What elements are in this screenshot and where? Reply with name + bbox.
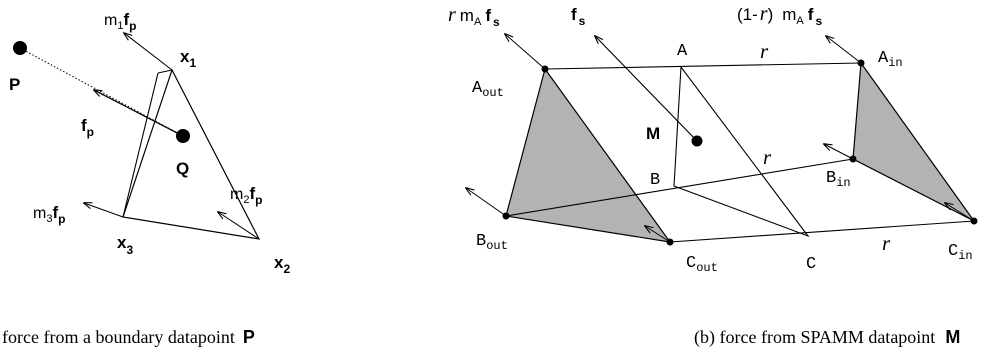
point-p <box>13 41 27 55</box>
label-p: P <box>9 75 20 94</box>
m3-force-arrow <box>84 203 124 218</box>
r-label-bottom: r <box>882 231 891 255</box>
c-in-force-arrow <box>945 203 975 222</box>
label-m: M <box>646 124 660 143</box>
top-connector-line <box>157 69 173 74</box>
label-b: B <box>650 171 660 190</box>
vertex-b-out <box>502 212 510 220</box>
point-m <box>691 135 703 147</box>
m2-force-arrow <box>218 212 260 240</box>
a-in-force-arrow <box>826 36 862 64</box>
b-in-force-arrow <box>824 144 854 160</box>
label-fp: fp <box>81 116 94 139</box>
label-b-out: Bout <box>476 232 508 253</box>
panel-a: P Q x1 x2 x3 fp m1fp m2fp m3fp force fro… <box>2 10 290 347</box>
label-a-out: Aout <box>472 79 504 100</box>
label-b-in: Bin <box>826 169 851 190</box>
r-label-middle: r <box>763 145 772 169</box>
label-x1: x1 <box>180 47 196 70</box>
fs-force-arrow <box>595 36 698 142</box>
edge-cout-cin <box>669 220 975 243</box>
m1-force-arrow <box>124 33 173 71</box>
label-x2: x2 <box>274 253 290 276</box>
vertex-c-in <box>970 217 978 225</box>
label-c-in: Cin <box>948 242 973 263</box>
inner-edge-line <box>122 72 159 218</box>
vertex-a-out <box>541 65 549 73</box>
outer-shaded-triangle <box>505 67 672 243</box>
label-c: C <box>806 255 816 274</box>
a-out-force-arrow <box>505 34 546 70</box>
inner-shaded-triangle <box>852 61 975 222</box>
label-c-out: Cout <box>686 254 718 275</box>
point-q <box>176 129 190 143</box>
triangle-abc <box>673 65 810 238</box>
label-x3: x3 <box>117 233 133 257</box>
label-m3-fp: m3fp <box>33 203 65 226</box>
fp-force-arrow <box>94 90 184 137</box>
b-out-force-arrow <box>466 188 507 217</box>
vertex-b-in <box>849 155 857 163</box>
label-q: Q <box>176 159 189 178</box>
triangle-x1-x2-x3 <box>122 68 261 240</box>
vertex-a-in <box>857 59 865 67</box>
edge-aout-ain <box>544 62 862 70</box>
label-a-in: Ain <box>878 49 903 70</box>
label-m2-fp: m2fp <box>230 184 262 207</box>
vertex-c-out <box>666 238 674 246</box>
label-a: A <box>677 42 688 61</box>
c-out-force-arrow <box>645 226 671 243</box>
r-label-top: r <box>760 39 769 63</box>
label-m1-fp: m1fp <box>104 10 136 33</box>
